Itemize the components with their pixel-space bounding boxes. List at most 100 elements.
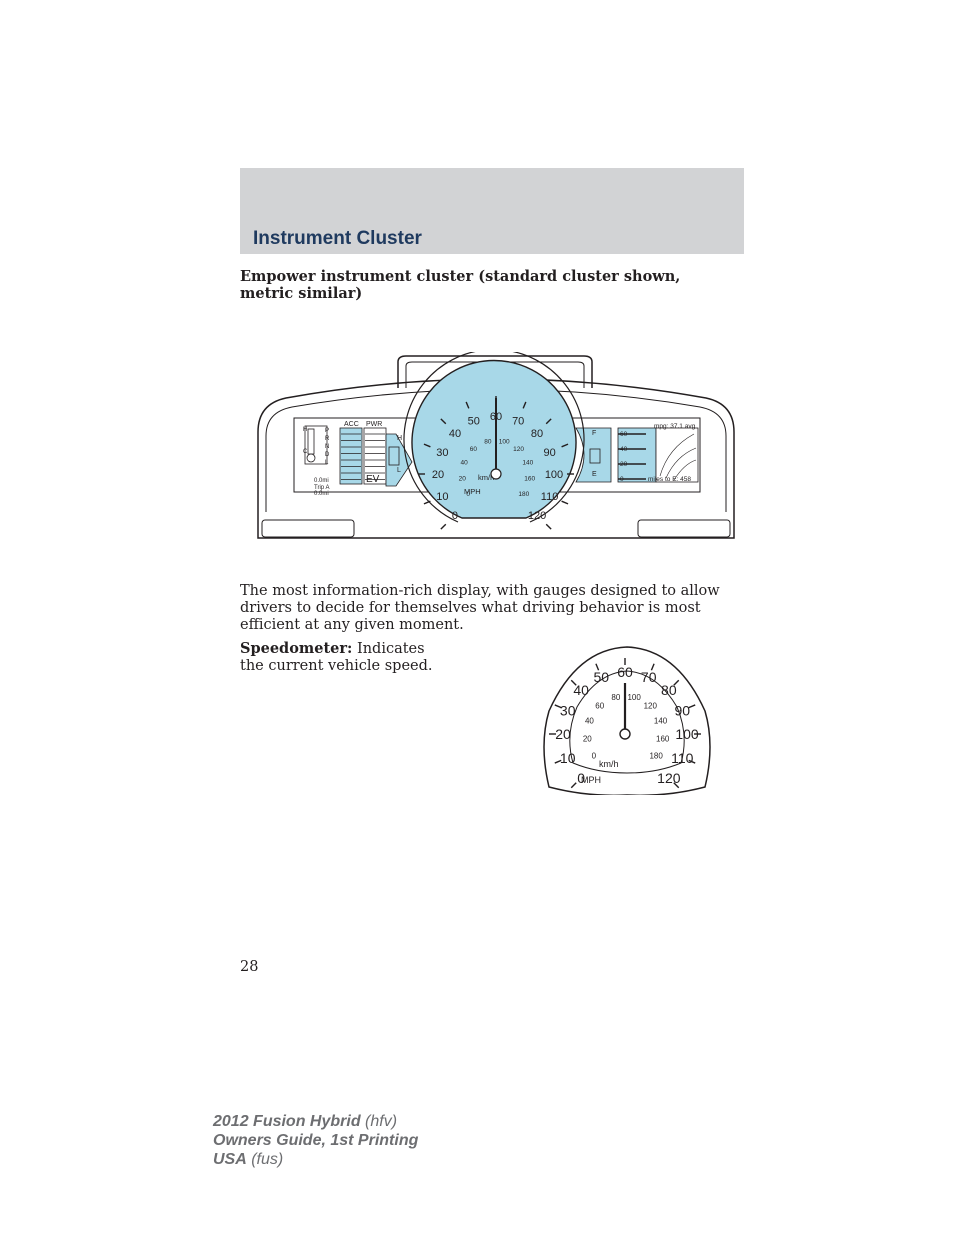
- cluster-kmh-label: 120: [513, 446, 524, 453]
- battery-low-label: L: [397, 467, 401, 474]
- speedo-mph-tick: [688, 704, 696, 709]
- speedo-mph-label: 70: [641, 669, 657, 685]
- cluster-mph-label: 30: [436, 447, 448, 459]
- cluster-mph-tick: [522, 401, 527, 409]
- acc-label: ACC: [344, 421, 359, 428]
- battery-high-label: H: [397, 435, 402, 442]
- page-number: 28: [240, 959, 259, 975]
- cluster-mph-tick: [545, 523, 552, 530]
- cluster-mph-label: 100: [545, 469, 563, 481]
- cluster-kmh-label: 160: [524, 476, 535, 483]
- cluster-kmh-label: 180: [518, 491, 529, 498]
- fuel-empty-label: E: [592, 471, 597, 478]
- fuel-pump-icon: [589, 448, 601, 464]
- speedometer-term: Speedometer:: [240, 640, 353, 657]
- speedo-mph-tick: [673, 782, 680, 789]
- speedo-mph-label: 0: [577, 770, 585, 786]
- cluster-mph-label: 50: [468, 415, 480, 427]
- kmh-inner-ring: [569, 670, 685, 774]
- mpg-tick-label: 40: [620, 446, 628, 453]
- mpg-ticks: 60 40 20 0: [618, 431, 646, 483]
- mpg-tick-label: 20: [620, 461, 628, 468]
- speedo-mph-label: 60: [617, 664, 633, 680]
- needle-hub: [619, 728, 631, 740]
- cluster-mph-label: 120: [528, 510, 546, 522]
- header-band: [240, 168, 744, 254]
- temp-cold-label: C: [303, 449, 308, 455]
- speedo-mph-label: 30: [560, 702, 576, 718]
- fuel-full-label: F: [592, 430, 596, 437]
- speedo-kmh-label: 20: [583, 735, 592, 744]
- fuel-gauge: [575, 427, 612, 483]
- gear-label: N: [325, 444, 329, 450]
- figure-caption: Empower instrument cluster (standard clu…: [240, 268, 681, 302]
- cluster-mph-label: 0: [452, 510, 458, 522]
- cluster-kmh-label: 20: [459, 476, 467, 483]
- speedo-mph-tick: [650, 663, 655, 671]
- cluster-mph-label: 110: [541, 491, 559, 503]
- temp-hot-label: H: [303, 427, 307, 433]
- cluster-kmh-label: 0: [466, 491, 470, 498]
- intro-paragraph: The most information-rich display, with …: [240, 583, 720, 633]
- speedo-mph-label: 120: [657, 770, 681, 786]
- mpg-tick-label: 0: [620, 476, 624, 483]
- speedo-kmh-label: 120: [644, 701, 658, 710]
- speedo-kmh-label: 100: [627, 693, 641, 702]
- cluster-mph-tick: [561, 500, 569, 505]
- speedometer-bezel: [543, 646, 711, 795]
- speedo-mph-label: 100: [675, 726, 699, 742]
- speedo-mph-label: 80: [661, 682, 677, 698]
- trip-value: 0.0mi: [314, 491, 329, 497]
- section-title: Instrument Cluster: [253, 228, 422, 249]
- speedo-mph-tick: [673, 679, 680, 686]
- footer-guide: Owners Guide, 1st Printing: [213, 1132, 419, 1149]
- speedo-mph-label: 20: [555, 726, 571, 742]
- gear-label: L: [325, 460, 329, 466]
- speedo-mph-label: 10: [560, 750, 576, 766]
- cluster-mph-tick: [465, 401, 470, 409]
- footer-market: USA: [213, 1151, 247, 1168]
- footer: 2012 Fusion Hybrid (hfv) Owners Guide, 1…: [213, 1112, 418, 1169]
- cluster-mph-tick: [440, 418, 447, 425]
- speedo-kmh-label: 0: [592, 752, 597, 761]
- cluster-mph-tick: [545, 418, 552, 425]
- cluster-mph-label: 80: [531, 428, 543, 440]
- battery-icon: [388, 446, 400, 466]
- speedo-mph-tick: [688, 759, 696, 764]
- gear-label: P: [325, 428, 329, 434]
- footer-market-code: (fus): [246, 1151, 284, 1168]
- gear-label: R: [325, 436, 330, 442]
- cluster-mph-tick: [423, 500, 431, 505]
- cluster-kmh-label: 100: [499, 438, 510, 445]
- odometer: 0.0mi: [314, 478, 329, 484]
- pwr-label: PWR: [366, 421, 382, 428]
- speedo-kmh-label: 60: [595, 701, 604, 710]
- speedo-mph-label: 40: [573, 682, 589, 698]
- cluster-mph-tick: [440, 523, 447, 530]
- efficiency-leaves-display: [655, 427, 699, 483]
- speedo-mph-unit: MPH: [581, 775, 601, 785]
- speedo-kmh-label: 160: [656, 735, 670, 744]
- footer-model: 2012 Fusion Hybrid: [213, 1113, 361, 1130]
- speedometer-description: Indicates the current vehicle speed.: [240, 641, 433, 674]
- cluster-kmh-label: 80: [484, 438, 492, 445]
- miles-to-empty: miles to E: 458: [648, 476, 691, 483]
- speedo-mph-tick: [595, 663, 600, 671]
- speedo-mph-tick: [554, 759, 562, 764]
- speedo-kmh-label: 40: [585, 717, 594, 726]
- mpg-tick-label: 60: [620, 431, 628, 438]
- cluster-mph-unit: MPH: [464, 487, 481, 496]
- cluster-mph-label: 70: [512, 415, 524, 427]
- cluster-mph-label: 20: [432, 469, 444, 481]
- footer-model-code: (hfv): [360, 1113, 398, 1130]
- body-text: The most information-rich display, with …: [240, 583, 736, 681]
- cluster-kmh-unit: km/h: [478, 473, 494, 482]
- cluster-mph-label: 40: [449, 428, 461, 440]
- gear-label: D: [325, 452, 330, 458]
- cluster-speed-scale: 0102030405060708090100110120020406080100…: [418, 396, 574, 530]
- cluster-mph-tick: [423, 443, 431, 448]
- speedo-mph-tick: [570, 679, 577, 686]
